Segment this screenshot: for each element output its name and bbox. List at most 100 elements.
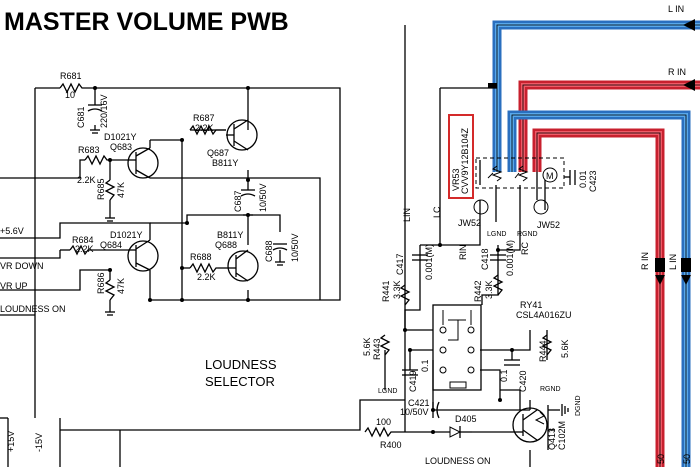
resistor-icon bbox=[379, 334, 391, 356]
transistor-icon bbox=[127, 239, 159, 272]
p15v-label: +15V bbox=[6, 431, 16, 452]
lc-label: LC bbox=[432, 206, 442, 218]
resistor-icon bbox=[364, 426, 405, 438]
ry41-part: CSL4A016ZU bbox=[516, 310, 572, 320]
ground-icon bbox=[275, 261, 285, 266]
r444-value: 5.6K bbox=[560, 339, 570, 358]
rgnd-a-label: RGND bbox=[517, 231, 538, 238]
q683-label: Q683 bbox=[110, 142, 132, 152]
loudness-on-bottom-label: LOUDNESS ON bbox=[425, 456, 491, 466]
c418-label: C418 bbox=[480, 248, 490, 270]
c420-value: 0.1 bbox=[499, 369, 509, 382]
l-in-blue-trace-lower bbox=[507, 110, 691, 467]
resistor-icon bbox=[541, 334, 553, 356]
b811y-b-label: B811Y bbox=[217, 230, 243, 240]
r687-label: R687 bbox=[193, 113, 215, 123]
ground-icon bbox=[90, 129, 100, 134]
ground-icon bbox=[561, 404, 569, 416]
r686-label: R686 bbox=[96, 272, 106, 294]
r441-value: 3.3K bbox=[392, 280, 402, 299]
c688-value: 10/50V bbox=[290, 233, 300, 262]
d405-label: D405 bbox=[455, 414, 477, 424]
svg-text:M: M bbox=[546, 171, 554, 181]
r681-label: R681 bbox=[60, 71, 82, 81]
junction-dots-left bbox=[93, 86, 250, 302]
jw52-a-label: JW52 bbox=[458, 218, 481, 228]
jumper-jw52-b bbox=[533, 199, 549, 215]
l-in-vertical-label: L IN bbox=[668, 254, 678, 270]
rin-label: RIN bbox=[458, 245, 468, 261]
c418-value: 0.001(M) bbox=[505, 240, 515, 276]
page-title: MASTER VOLUME PWB bbox=[4, 8, 289, 36]
r-in-red-trace-upper bbox=[518, 80, 700, 172]
r-in-top-label: R IN bbox=[668, 67, 686, 77]
c420-label: C420 bbox=[518, 370, 528, 392]
transistor-icon bbox=[227, 249, 259, 282]
loudness-title: LOUDNESS bbox=[205, 357, 277, 372]
rgnd-b-label: RGND bbox=[540, 386, 561, 393]
resistor-icon bbox=[69, 244, 90, 256]
vr-down-label: VR DOWN bbox=[0, 261, 44, 271]
left-circuit-wires bbox=[0, 87, 341, 467]
r688-label: R688 bbox=[190, 252, 212, 262]
r441-label: R441 bbox=[381, 280, 391, 302]
r688-value: 2.2K bbox=[197, 272, 216, 282]
c687-label: C687 bbox=[233, 190, 243, 212]
r443-label: R443 bbox=[372, 338, 382, 360]
jw52-b-label: JW52 bbox=[537, 220, 560, 230]
c687-value: 10/50V bbox=[258, 183, 268, 212]
selector-title: SELECTOR bbox=[205, 374, 275, 389]
l-in-blue-trace-upper bbox=[492, 20, 700, 172]
ground-icon bbox=[105, 217, 115, 222]
potentiometer-icon bbox=[487, 165, 529, 182]
r442-label: R442 bbox=[473, 280, 483, 302]
r-in-red-trace-lower bbox=[532, 128, 665, 467]
lgnd-b-label: LGND bbox=[378, 388, 397, 395]
vr53-highlight-box bbox=[448, 114, 474, 199]
motor-icon: M bbox=[542, 167, 558, 183]
r400-label: R400 bbox=[380, 440, 402, 450]
c421-label: C421 bbox=[408, 398, 430, 408]
capacitor-icon bbox=[272, 243, 288, 262]
vr53-part-number: CVV9Y12B104Z bbox=[460, 127, 470, 194]
fifty-label-a: 50 bbox=[656, 454, 666, 464]
r685-value: 47K bbox=[116, 182, 126, 198]
m15v-label: -15V bbox=[34, 433, 44, 452]
vr53-label: VR53 bbox=[451, 168, 461, 191]
r444-label: R444 bbox=[538, 340, 548, 362]
capacitor-icon bbox=[490, 254, 506, 261]
relay-ry41 bbox=[432, 304, 482, 391]
transistor-icon bbox=[226, 119, 258, 151]
jumper-jw52-a bbox=[473, 199, 489, 215]
q413-part: C102M bbox=[557, 421, 567, 450]
r684-value: 2.2K bbox=[75, 244, 94, 254]
resistor-icon bbox=[189, 262, 218, 274]
c688-label: C688 bbox=[264, 240, 274, 262]
bottom-left-wires bbox=[7, 399, 405, 467]
r687-value: 2.2K bbox=[195, 123, 214, 133]
capacitor-icon bbox=[412, 254, 428, 261]
resistor-icon bbox=[189, 124, 226, 136]
ry41-label: RY41 bbox=[520, 300, 542, 310]
ground-icon bbox=[105, 311, 115, 316]
c419-value: 0.1 bbox=[420, 359, 430, 372]
vr-up-label: VR UP bbox=[0, 281, 28, 291]
c681-label: C681 bbox=[76, 106, 86, 128]
c417-value: 0.001(M) bbox=[424, 244, 434, 280]
r683-label: R683 bbox=[78, 145, 100, 155]
c423-label: C423 bbox=[588, 170, 598, 192]
diode-icon bbox=[449, 426, 472, 438]
d1021y-b-label: D1021Y bbox=[110, 230, 143, 240]
r400-value: 100 bbox=[376, 417, 391, 427]
r443-value: 5.6K bbox=[362, 337, 372, 356]
plus-5-6v-label: +5.6V bbox=[0, 226, 24, 236]
capacitor-icon bbox=[402, 369, 418, 376]
capacitor-icon bbox=[240, 189, 256, 197]
capacitor-icon bbox=[87, 104, 103, 112]
d1021y-a-label: D1021Y bbox=[104, 132, 137, 142]
vr-dashed-box bbox=[475, 157, 565, 189]
resistor-icon bbox=[104, 179, 116, 201]
r681-value: 10 bbox=[65, 90, 75, 100]
resistor-icon bbox=[399, 284, 411, 306]
